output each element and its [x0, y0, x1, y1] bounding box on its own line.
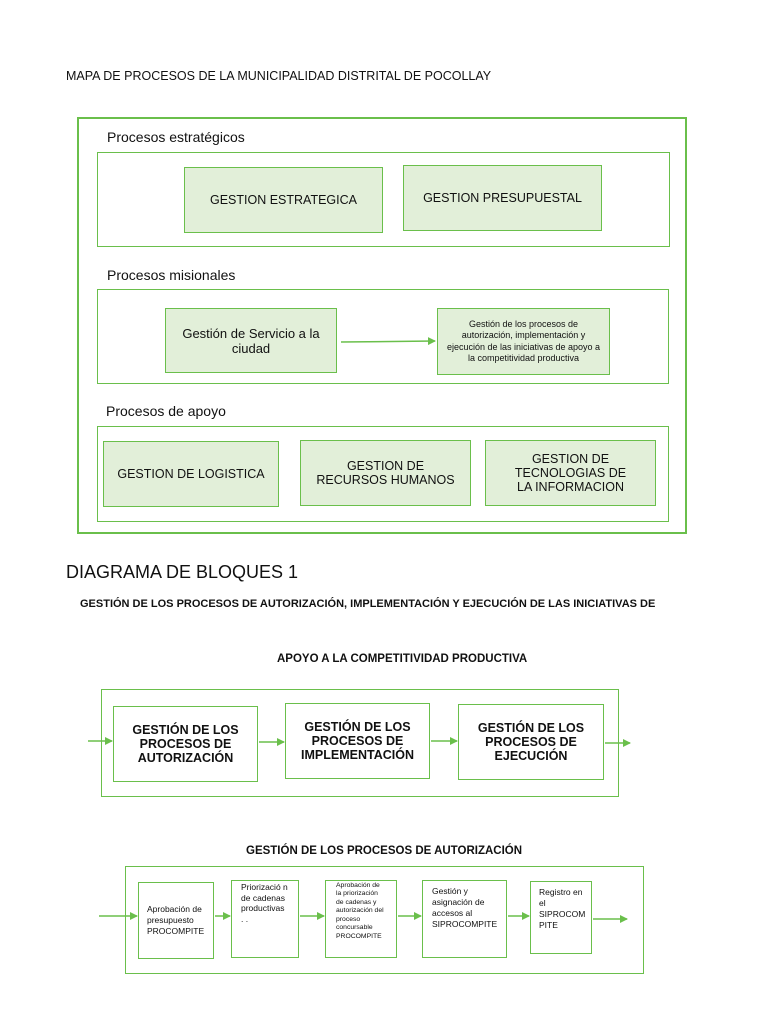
implementacion-block: GESTIÓN DE LOS PROCESOS DE IMPLEMENTACIÓ…: [285, 703, 430, 779]
gestion-procesos-iniciativas-text: Gestión de los procesos de autorización,…: [446, 319, 601, 363]
gestion-procesos-iniciativas-box: Gestión de los procesos de autorización,…: [437, 308, 610, 375]
priorizacion-cadenas-box: Priorizació n de cadenas productivas . .: [231, 880, 299, 958]
gestion-recursos-humanos-text: GESTION DE RECURSOS HUMANOS: [316, 459, 455, 487]
authorization-heading: GESTIÓN DE LOS PROCESOS DE AUTORIZACIÓN: [246, 845, 523, 857]
gestion-servicio-ciudad-text: Gestión de Servicio a la ciudad: [182, 325, 320, 356]
registro-siprocompite-text: Registro en el SIPROCOM PITE: [539, 887, 586, 931]
gestion-presupuestal-box: GESTION PRESUPUESTAL: [403, 165, 602, 231]
missional-processes-container: [97, 289, 669, 384]
aprobacion-presupuesto-text: Aprobación de presupuesto PROCOMPITE: [147, 903, 205, 937]
gestion-tecnologias-box: GESTION DE TECNOLOGIAS DE LA INFORMACION: [485, 440, 656, 506]
missional-processes-label: Procesos misionales: [107, 267, 236, 283]
aprobacion-priorizacion-text: Aprobación de la priorización de cadenas…: [336, 882, 384, 940]
support-processes-label: Procesos de apoyo: [106, 403, 226, 419]
asignacion-accesos-box: Gestión y asignación de accesos al SIPRO…: [422, 880, 507, 958]
arrow-servicio-to-iniciativas: [340, 337, 436, 346]
process-map-frame: [77, 117, 687, 534]
aprobacion-priorizacion-box: Aprobación de la priorización de cadenas…: [325, 880, 397, 958]
block-diagram-subtitle-line2: APOYO A LA COMPETITIVIDAD PRODUCTIVA: [277, 653, 528, 665]
gestion-logistica-box: GESTION DE LOGISTICA: [103, 441, 279, 507]
authorization-frame: [125, 866, 644, 974]
strategic-processes-label: Procesos estratégicos: [107, 129, 245, 145]
autorizacion-block: GESTIÓN DE LOS PROCESOS DE AUTORIZACIÓN: [113, 706, 258, 782]
priorizacion-cadenas-text: Priorizació n de cadenas productivas . .: [241, 882, 288, 924]
gestion-servicio-ciudad-box: Gestión de Servicio a la ciudad: [165, 308, 337, 373]
gestion-presupuestal-text: GESTION PRESUPUESTAL: [423, 191, 582, 205]
gestion-tecnologias-text: GESTION DE TECNOLOGIAS DE LA INFORMACION: [514, 452, 627, 494]
autorizacion-block-text: GESTIÓN DE LOS PROCESOS DE AUTORIZACIÓN: [132, 723, 239, 765]
gestion-estrategica-text: GESTION ESTRATEGICA: [209, 193, 357, 207]
aprobacion-presupuesto-box: Aprobación de presupuesto PROCOMPITE: [138, 882, 214, 959]
ejecucion-block-text: GESTIÓN DE LOS PROCESOS DE EJECUCIÓN: [477, 721, 585, 763]
ejecucion-block: GESTIÓN DE LOS PROCESOS DE EJECUCIÓN: [458, 704, 604, 780]
registro-siprocompite-box: Registro en el SIPROCOM PITE: [530, 881, 592, 954]
document-title: MAPA DE PROCESOS DE LA MUNICIPALIDAD DIS…: [66, 69, 492, 83]
strategic-processes-container: [97, 152, 670, 247]
block-diagram-subtitle-line1: GESTIÓN DE LOS PROCESOS DE AUTORIZACIÓN,…: [80, 598, 656, 610]
gestion-estrategica-box: GESTION ESTRATEGICA: [184, 167, 383, 233]
block-diagram-heading: DIAGRAMA DE BLOQUES 1: [66, 562, 299, 582]
asignacion-accesos-text: Gestión y asignación de accesos al SIPRO…: [432, 886, 498, 930]
gestion-recursos-humanos-box: GESTION DE RECURSOS HUMANOS: [300, 440, 471, 506]
implementacion-block-text: GESTIÓN DE LOS PROCESOS DE IMPLEMENTACIÓ…: [301, 720, 414, 762]
gestion-logistica-text: GESTION DE LOGISTICA: [117, 467, 265, 481]
support-processes-container: [97, 426, 669, 522]
